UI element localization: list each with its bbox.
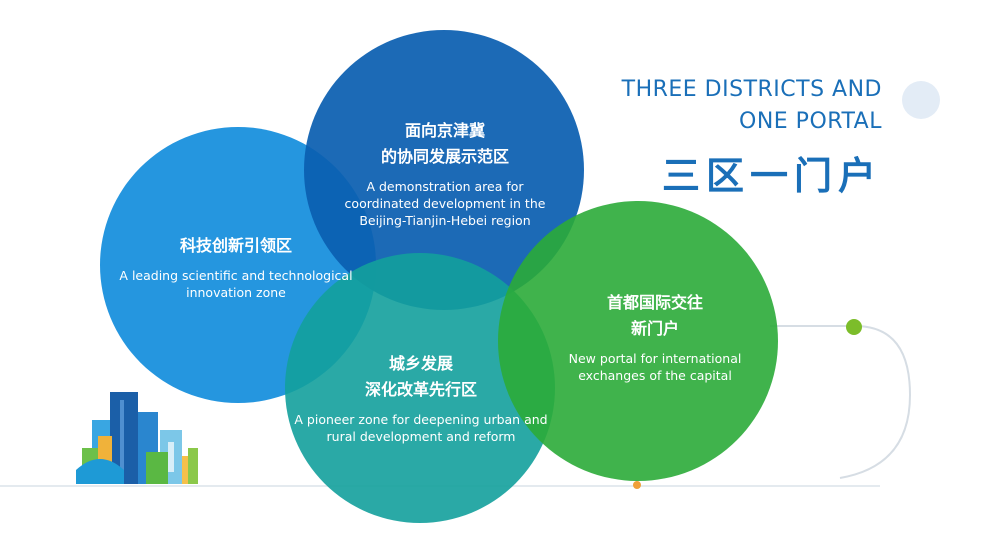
title-en-line1: THREE DISTRICTS AND — [621, 77, 882, 102]
title-en-line2: ONE PORTAL — [739, 109, 882, 134]
circle-left-en-line2: innovation zone — [186, 285, 286, 300]
circle-left-label: 科技创新引领区 A leading scientific and technol… — [100, 233, 372, 301]
circle-right-en-line2: exchanges of the capital — [578, 368, 732, 383]
circle-top-cn-line2: 的协同发展示范区 — [380, 147, 509, 166]
circle-bottom-cn-line2: 深化改革先行区 — [364, 380, 477, 399]
circle-bottom-cn-line1: 城乡发展 — [388, 354, 453, 373]
circle-right-cn-line2: 新门户 — [630, 319, 679, 338]
circle-bottom-label: 城乡发展 深化改革先行区 A pioneer zone for deepenin… — [280, 351, 562, 445]
circle-left-en: A leading scientific and technological i… — [100, 267, 372, 301]
connector-curve — [770, 325, 912, 479]
connector-dot-orange — [633, 481, 641, 489]
circle-right-cn-line1: 首都国际交往 — [606, 293, 703, 312]
city-skyline-illustration — [76, 392, 198, 484]
circle-right — [498, 201, 778, 481]
circle-right-label: 首都国际交往 新门户 New portal for international … — [548, 290, 762, 384]
circle-left-cn-line1: 科技创新引领区 — [179, 236, 292, 255]
circle-bottom-en-line1: A pioneer zone for deepening urban and — [294, 412, 548, 427]
connector-dot-green — [846, 319, 862, 335]
circle-top-en-line2: coordinated development in the — [344, 196, 546, 211]
circle-top — [304, 30, 584, 310]
circle-top-en-line1: A demonstration area for — [366, 179, 524, 194]
circle-top-en: A demonstration area for coordinated dev… — [330, 178, 560, 229]
decorative-circle — [902, 81, 940, 119]
circle-right-en: New portal for international exchanges o… — [548, 350, 762, 384]
circle-right-en-line1: New portal for international — [568, 351, 742, 366]
circle-bottom-en-line2: rural development and reform — [326, 429, 516, 444]
circle-left-en-line1: A leading scientific and technological — [119, 268, 353, 283]
circle-top-en-line3: Beijing-Tianjin-Hebei region — [359, 213, 531, 228]
title-cn: 三区一门户 — [661, 154, 882, 198]
circle-bottom — [285, 253, 555, 523]
circle-bottom-en: A pioneer zone for deepening urban and r… — [280, 411, 562, 445]
circle-top-cn-line1: 面向京津冀 — [404, 121, 485, 140]
circle-top-label: 面向京津冀 的协同发展示范区 A demonstration area for … — [330, 118, 560, 229]
